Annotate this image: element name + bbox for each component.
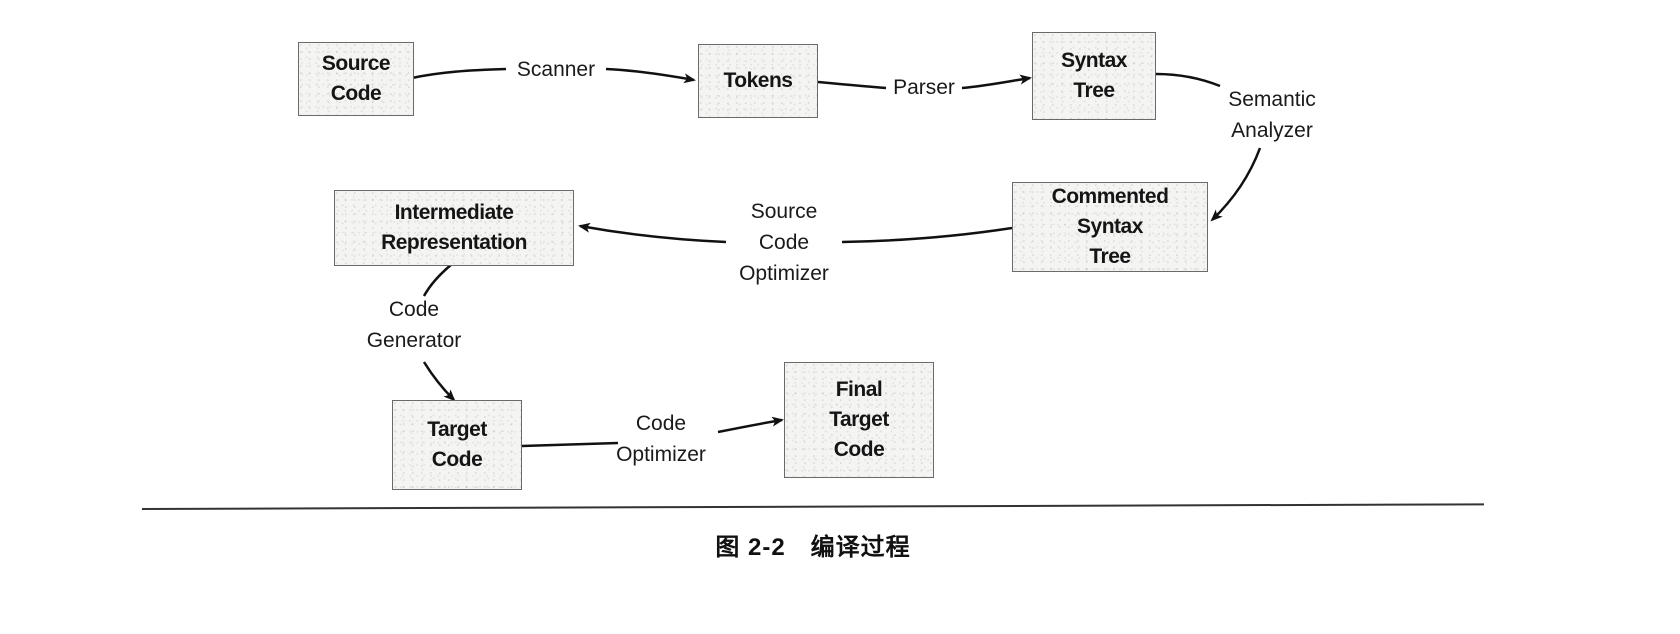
edge-label-code-generator: Code Generator [366, 298, 462, 352]
node-intermediate-representation: Intermediate Representation [334, 190, 574, 266]
node-label: Source Code [321, 52, 391, 105]
edge-sco-line-a [841, 226, 1013, 244]
node-label: Commented Syntax Tree [1051, 185, 1169, 268]
node-label: Final Target Code [829, 378, 889, 461]
node-label: Intermediate Representation [381, 201, 527, 254]
edge-codegen-line-b [422, 361, 456, 402]
edge-codeopt-line-b [717, 416, 784, 434]
node-label: Tokens [723, 69, 793, 92]
edge-codegen-line-a [422, 263, 453, 297]
node-syntax-tree: Syntax Tree [1032, 32, 1156, 120]
edge-label-source-code-optimizer: Source Code Optimizer [739, 200, 829, 285]
edge-semantic-line-b [1210, 147, 1262, 222]
edge-scanner-line-b [605, 67, 696, 84]
edge-codeopt-line-a [521, 441, 619, 448]
node-commented-syntax-tree: Commented Syntax Tree [1012, 182, 1208, 272]
edge-sco-line-b [578, 222, 727, 244]
node-target-code: Target Code [392, 400, 522, 490]
edge-label-scanner: Scanner [516, 58, 596, 81]
edge-label-code-optimizer: Code Optimizer [616, 412, 706, 466]
node-label: Target Code [427, 418, 487, 471]
node-source-code: Source Code [298, 42, 414, 116]
edge-label-semantic-analyzer: Semantic Analyzer [1228, 88, 1316, 142]
edge-semantic-line-a [1155, 72, 1221, 88]
edge-label-parser: Parser [893, 76, 955, 99]
node-label: Syntax Tree [1061, 49, 1127, 102]
edge-scanner-line-a [411, 67, 507, 80]
edge-parser-line-b [961, 74, 1032, 90]
edge-parser-line-a [817, 80, 887, 90]
figure-caption: 图 2-2 编译过程 [715, 534, 911, 561]
node-tokens: Tokens [698, 44, 818, 118]
node-final-target-code: Final Target Code [784, 362, 934, 478]
